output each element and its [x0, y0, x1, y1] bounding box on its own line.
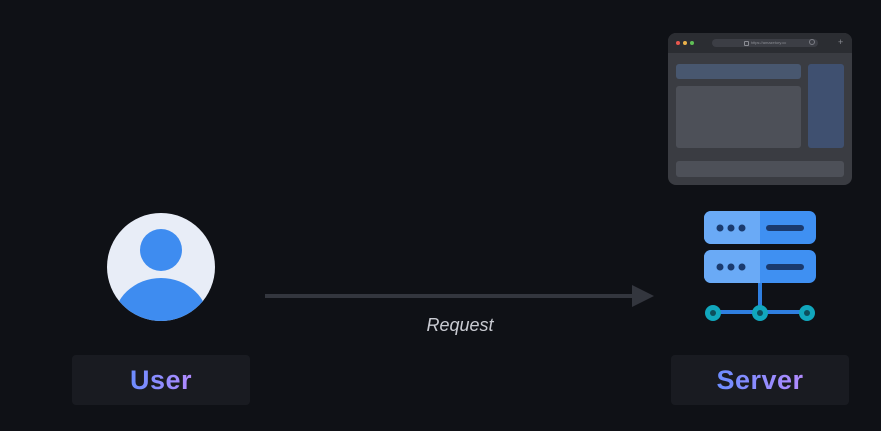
address-bar-url: https://amazetory.cc: [750, 40, 787, 45]
browser-window: https://amazetory.cc +: [668, 33, 852, 185]
reload-icon: [809, 39, 815, 45]
server-label-box: Server: [671, 355, 849, 405]
close-dot-icon: [676, 41, 680, 45]
page-sidebar-block: [808, 64, 844, 148]
page-content-block: [676, 86, 801, 148]
lock-icon: [743, 40, 749, 46]
user-icon: [107, 213, 215, 321]
user-label-box: User: [72, 355, 250, 405]
page-footer-block: [676, 161, 844, 177]
user-label: User: [129, 364, 193, 395]
request-arrow: [265, 285, 654, 307]
server-icon: [704, 211, 816, 321]
page-header-block: [676, 64, 801, 79]
new-tab-icon: +: [838, 37, 844, 47]
maximize-dot-icon: [690, 41, 694, 45]
request-label: Request: [426, 315, 494, 335]
address-bar: https://amazetory.cc: [712, 39, 818, 47]
server-label: Server: [716, 364, 804, 395]
browser-toolbar: https://amazetory.cc +: [668, 33, 852, 53]
minimize-dot-icon: [683, 41, 687, 45]
